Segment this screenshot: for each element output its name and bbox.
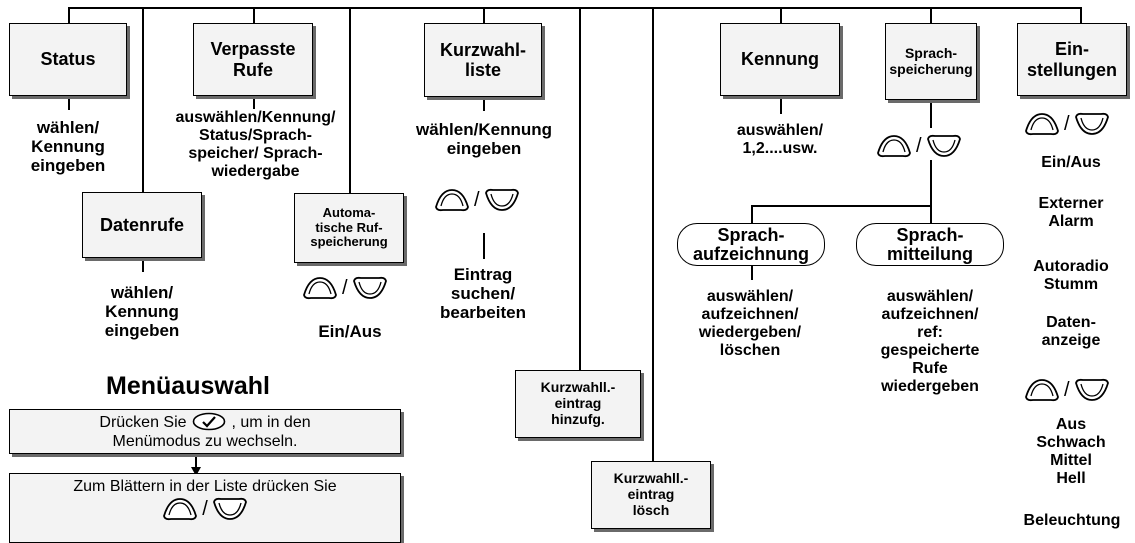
drop-kurz-del	[652, 7, 654, 461]
menu-step1-after: , um in den	[231, 414, 311, 431]
speed-dial-list-box[interactable]: Kurzwahl- liste	[424, 23, 542, 97]
settings-nav-keys-top: /	[1024, 112, 1110, 136]
scroll-up-key-icon[interactable]	[302, 276, 338, 300]
scroll-up-key-icon[interactable]	[162, 497, 198, 521]
settings-data-display-text: Daten- anzeige	[1041, 314, 1101, 350]
drop-mitteilung	[930, 205, 932, 223]
sprach-branch-bar	[751, 205, 931, 207]
ok-check-key-icon[interactable]	[192, 412, 226, 431]
stub-sprach-bottom	[930, 160, 932, 205]
nav-separator: /	[1064, 113, 1070, 135]
stub-sprach-top	[930, 100, 932, 128]
speed-dial-delete-box[interactable]: Kurzwahll.- eintrag lösch	[591, 461, 711, 529]
message-action-text: auswählen/ aufzeichnen/ ref: gespeichert…	[880, 288, 980, 396]
nav-separator: /	[1064, 379, 1070, 401]
scroll-up-key-icon[interactable]	[434, 188, 470, 212]
speed-entry-text: Eintrag suchen/ bearbeiten	[440, 265, 526, 323]
voice-storage-box[interactable]: Sprach- speicherung	[885, 23, 977, 100]
settings-nav-keys-bottom: /	[1024, 378, 1110, 402]
data-action-text: wählen/ Kennung eingeben	[104, 283, 180, 341]
top-bus-line	[68, 7, 1081, 9]
sprach-nav-keys: /	[876, 134, 962, 158]
missed-calls-box[interactable]: Verpasste Rufe	[193, 23, 313, 96]
menu-step2-line1: Zum Blättern in der Liste drücken Sie	[73, 478, 337, 495]
scroll-down-key-icon[interactable]	[1074, 112, 1110, 136]
speed-nav-keys: /	[434, 188, 520, 212]
drop-kennung	[780, 7, 782, 23]
missed-action-text: auswählen/Kennung/ Status/Sprach- speich…	[175, 109, 336, 181]
menu-step2-box: Zum Blättern in der Liste drücken Sie /	[9, 473, 401, 543]
nav-separator: /	[474, 189, 480, 211]
menu-nav-keys: /	[162, 497, 248, 521]
scroll-up-key-icon[interactable]	[876, 134, 912, 158]
settings-onoff-text: Ein/Aus	[1041, 154, 1101, 171]
stub-aufzeichnung	[751, 266, 753, 280]
menu-step1-line2: Menümodus zu wechseln.	[112, 433, 298, 451]
speed-dial-add-box[interactable]: Kurzwahll.- eintrag hinzufg.	[515, 370, 641, 438]
settings-box[interactable]: Ein- stellungen	[1017, 23, 1127, 96]
stub-verpasste	[253, 96, 255, 109]
menu-step1-before: Drücken Sie	[99, 414, 187, 431]
auto-call-storage-box[interactable]: Automa- tische Ruf- speicherung	[294, 193, 404, 263]
stub-kurzwahl	[483, 97, 485, 111]
settings-lighting-text: Beleuchtung	[1023, 512, 1121, 529]
scroll-down-key-icon[interactable]	[1074, 378, 1110, 402]
identity-action-text: auswählen/ 1,2....usw.	[736, 122, 824, 158]
menu-step1-box: Drücken Sie , um in den Menümodus zu wec…	[9, 409, 401, 454]
speed-action-text: wählen/Kennung eingeben	[416, 120, 552, 159]
status-action-text: wählen/ Kennung eingeben	[30, 118, 106, 176]
drop-status	[68, 7, 70, 23]
scroll-down-key-icon[interactable]	[926, 134, 962, 158]
drop-auto	[349, 7, 351, 193]
settings-ext-alarm-text: Externer Alarm	[1038, 195, 1104, 231]
drop-datenrufe	[142, 7, 144, 192]
status-box[interactable]: Status	[9, 23, 127, 96]
auto-onoff-text: Ein/Aus	[318, 322, 382, 341]
voice-recording-pill[interactable]: Sprach- aufzeichnung	[677, 223, 825, 266]
scroll-up-key-icon[interactable]	[1024, 112, 1060, 136]
settings-levels-text: Aus Schwach Mittel Hell	[1036, 416, 1106, 488]
scroll-down-key-icon[interactable]	[484, 188, 520, 212]
scroll-down-key-icon[interactable]	[352, 276, 388, 300]
scroll-down-key-icon[interactable]	[212, 497, 248, 521]
auto-nav-keys: /	[302, 276, 388, 300]
stub-kurz-entry	[483, 233, 485, 259]
settings-car-radio-text: Autoradio Stumm	[1033, 258, 1109, 294]
drop-kurzwahl	[483, 7, 485, 23]
drop-sprach	[930, 7, 932, 23]
nav-separator: /	[342, 277, 348, 299]
data-calls-box[interactable]: Datenrufe	[82, 192, 202, 258]
drop-kurz-add	[579, 7, 581, 370]
drop-aufzeichnung	[751, 205, 753, 223]
menu-arrow-head	[191, 467, 201, 476]
menu-title: Menüauswahl	[106, 372, 270, 400]
stub-datenrufe	[142, 258, 144, 272]
drop-verpasste	[253, 7, 255, 23]
menu-arrow-line	[195, 454, 197, 470]
voice-message-pill[interactable]: Sprach- mitteilung	[856, 223, 1004, 266]
drop-einst	[1080, 7, 1082, 23]
scroll-up-key-icon[interactable]	[1024, 378, 1060, 402]
nav-separator: /	[916, 135, 922, 157]
stub-kennung	[780, 96, 782, 114]
stub-status	[68, 96, 70, 110]
identity-box[interactable]: Kennung	[720, 23, 840, 96]
nav-separator: /	[202, 498, 208, 521]
recording-action-text: auswählen/ aufzeichnen/ wiedergeben/ lös…	[698, 288, 802, 360]
